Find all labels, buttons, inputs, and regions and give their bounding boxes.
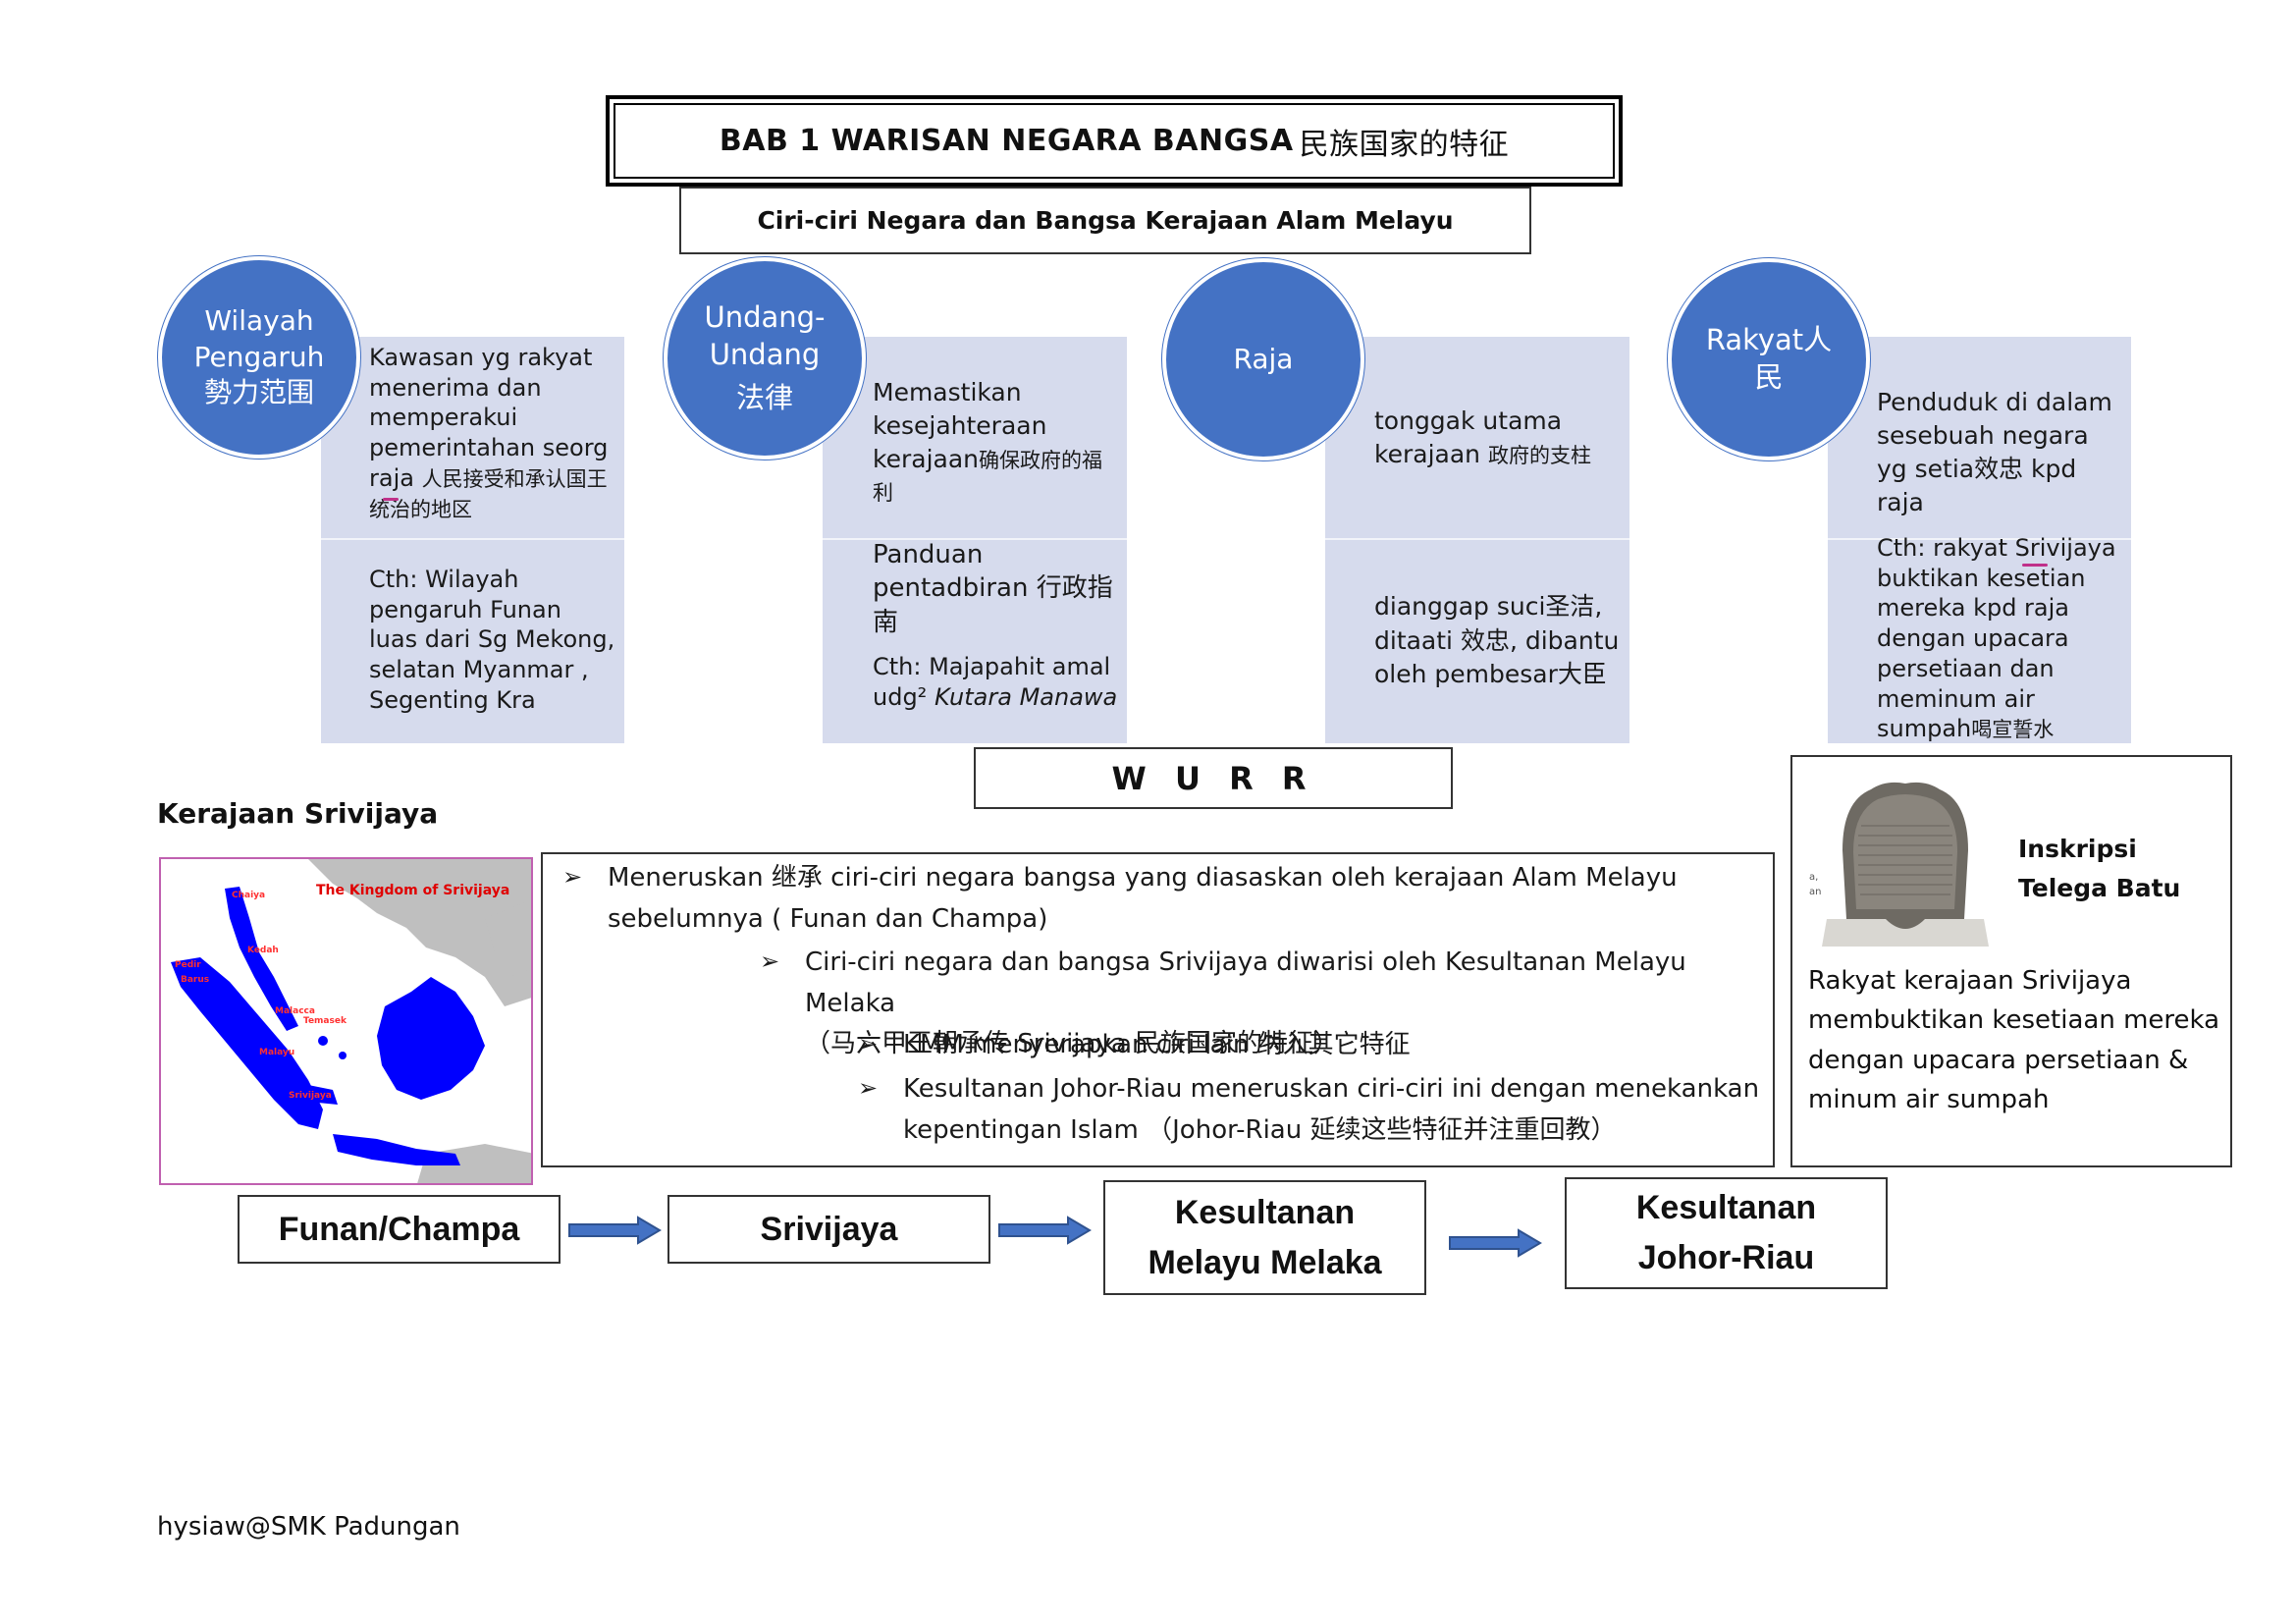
panel-wilayah-top-text: Kawasan yg rakyat menerima dan memperaku…: [369, 343, 616, 523]
rakyat-definition: Penduduk di dalam sesebuah negara yg set…: [1877, 388, 2112, 516]
circle-label-line: 民: [1754, 360, 1784, 394]
circle-undang: Undang- Undang 法律: [664, 257, 866, 460]
panel-raja-bottom-text: dianggap suci圣洁, ditaati 效忠, dibantu ole…: [1374, 590, 1620, 692]
undang-definition-cn: 确保政府的福利: [873, 448, 1102, 506]
srivijaya-points: ➢ Meneruskan 继承 ciri-ciri negara bangsa …: [541, 852, 1775, 1167]
inscription-title: Inskripsi Telega Batu: [2018, 830, 2180, 908]
bullet-text: KMM menyerapkan ciri lain 纳入其它特征: [903, 1030, 1411, 1059]
map-title: The Kingdom of Srivijaya: [316, 883, 510, 898]
wurr-text: W U R R: [1111, 759, 1315, 797]
page-title-text: BAB 1 WARISAN NEGARA BANGSA: [719, 124, 1294, 158]
panel-raja-top-text: tonggak utama kerajaan 政府的支柱: [1374, 405, 1620, 471]
srivijaya-heading: Kerajaan Srivijaya: [157, 797, 439, 830]
bullet-item: ➢ Kesultanan Johor-Riau meneruskan ciri-…: [858, 1069, 1767, 1151]
rakyat-example-cn: 喝宣誓水: [1971, 718, 2055, 742]
inscription-title-line: Telega Batu: [2018, 874, 2181, 902]
circle-label-line: Rakyat人: [1705, 323, 1833, 357]
bullet-item: ➢ Ciri-ciri negara dan bangsa Srivijaya …: [760, 943, 1762, 1065]
undang-definition: Memastikan kesejahteraan kerajaan: [873, 378, 1047, 473]
arrow-bullet-icon: ➢: [858, 1030, 879, 1057]
bullet-item: ➢ Meneruskan 继承 ciri-ciri negara bangsa …: [562, 858, 1746, 940]
map-illustration: [171, 859, 531, 1183]
bullet-text: sebelumnya ( Funan dan Champa): [608, 903, 1048, 934]
spell-mark: [383, 498, 399, 501]
inscription-description: Rakyat kerajaan Srivijaya membuktikan ke…: [1808, 966, 2220, 1114]
circle-label-line: Wilayah: [204, 304, 314, 338]
bullet-text: Kesultanan Johor-Riau meneruskan ciri-ci…: [903, 1074, 1760, 1104]
arrow-bullet-icon: ➢: [858, 1074, 879, 1102]
wilayah-example: Cth: Wilayah pengaruh Funan luas dari Sg…: [369, 566, 615, 714]
map-place-label: Kedah: [247, 946, 279, 955]
author-credit: hysiaw@SMK Padungan: [157, 1512, 460, 1542]
map-place-label: Srivijaya: [289, 1091, 332, 1101]
subtitle-text: Ciri-ciri Negara dan Bangsa Kerajaan Ala…: [757, 206, 1454, 235]
flow-step-label: Funan/Champa: [278, 1210, 520, 1248]
flow-step-srivijaya: Srivijaya: [667, 1195, 990, 1264]
circle-label-line: 勢力范围: [203, 376, 314, 409]
circle-wilayah: Wilayah Pengaruh 勢力范围: [158, 256, 360, 459]
panel-rakyat: [1828, 337, 2131, 743]
srivijaya-map: The Kingdom of Srivijaya Chaiya Kedah Pe…: [159, 857, 533, 1185]
flow-step-label: Kesultanan Melayu Melaka: [1148, 1193, 1382, 1281]
section-subtitle: Ciri-ciri Negara dan Bangsa Kerajaan Ala…: [679, 187, 1531, 254]
bullet-text: kepentingan Islam （Johor-Riau 延续这些特征并注重回…: [903, 1114, 1617, 1145]
panel-rakyat-bottom-text: Cth: rakyat Srivijaya buktikan kesetian …: [1877, 533, 2122, 744]
panel-raja: [1325, 337, 1629, 743]
svg-text:an: an: [1809, 887, 1821, 897]
raja-definition: tonggak utama kerajaan: [1374, 406, 1563, 468]
svg-text:a,: a,: [1809, 872, 1818, 883]
bullet-item: ➢ KMM menyerapkan ciri lain 纳入其它特征: [858, 1025, 1767, 1066]
wurr-heading: W U R R: [974, 747, 1453, 809]
inscription-card: a, an Inskripsi Telega Batu Rakyat keraj…: [1790, 755, 2232, 1167]
circle-label-line: Undang-: [704, 300, 826, 335]
undang-guide: Panduan pentadbiran: [873, 540, 1029, 604]
panel-undang-example: Cth: Majapahit amal udg² Kutara Manawa: [873, 652, 1118, 712]
circle-raja: Raja: [1162, 258, 1364, 460]
panel-undang-bottom-text: Panduan pentadbiran 行政指南: [873, 538, 1118, 639]
right-arrow-icon: [1449, 1228, 1542, 1258]
circle-label-line: Pengaruh: [193, 340, 325, 373]
arrow-bullet-icon: ➢: [562, 863, 583, 891]
map-place-label: Pedir: [175, 960, 201, 970]
bullet-text: Ciri-ciri negara dan bangsa Srivijaya di…: [805, 947, 1686, 1018]
panel-undang-top-text: Memastikan kesejahteraan kerajaan确保政府的福利: [873, 376, 1118, 509]
page-title-chinese: 民族国家的特征: [1299, 127, 1510, 162]
bullet-text: （马六甲王朝承传 Srivijaya 民族国家的特征）: [805, 1029, 1340, 1059]
undang-guide-cn: 行政指南: [873, 573, 1113, 637]
map-place-label: Chaiya: [232, 891, 266, 900]
arrow-bullet-icon: ➢: [760, 947, 780, 975]
panel-wilayah: [321, 337, 624, 743]
telaga-batu-stone-image: a, an: [1807, 772, 2003, 958]
raja-traits: dianggap suci圣洁, ditaati 效忠, dibantu ole…: [1374, 592, 1620, 688]
flow-step-label: Srivijaya: [760, 1210, 898, 1248]
undang-example: Cth: Majapahit amal udg²: [873, 653, 1111, 711]
circle-label-line: Undang: [709, 338, 821, 372]
spell-mark: [2022, 564, 2048, 567]
raja-definition-cn: 政府的支柱: [1487, 443, 1591, 467]
rakyat-example: Cth: rakyat Srivijaya buktikan kesetian …: [1877, 534, 2116, 743]
map-place-label: Barus: [181, 975, 210, 985]
flow-step-label: Kesultanan Johor-Riau: [1635, 1189, 1817, 1276]
undang-example-italic: Kutara Manawa: [934, 682, 1118, 711]
title-frame: BAB 1 WARISAN NEGARA BANGSA 民族国家的特征: [606, 95, 1623, 187]
right-arrow-icon: [568, 1216, 662, 1245]
panel-rakyat-top-text: Penduduk di dalam sesebuah negara yg set…: [1877, 386, 2122, 519]
map-place-label: Temasek: [303, 1016, 347, 1026]
circle-rakyat: Rakyat人 民: [1668, 258, 1870, 460]
flow-step-kesultanan-melaka: Kesultanan Melayu Melaka: [1103, 1180, 1426, 1295]
right-arrow-icon: [998, 1216, 1092, 1245]
wilayah-definition: Kawasan yg rakyat menerima dan memperaku…: [369, 344, 609, 492]
circle-label-line: Raja: [1233, 342, 1294, 375]
flow-step-funan-champa: Funan/Champa: [238, 1195, 561, 1264]
bullet-text: Meneruskan 继承 ciri-ciri negara bangsa ya…: [608, 863, 1678, 893]
flow-step-johor-riau: Kesultanan Johor-Riau: [1565, 1177, 1888, 1289]
panel-wilayah-bottom-text: Cth: Wilayah pengaruh Funan luas dari Sg…: [369, 565, 616, 716]
circle-label-line: 法律: [735, 380, 793, 414]
panel-undang: [823, 337, 1127, 743]
inscription-title-line: Inskripsi: [2018, 835, 2137, 863]
wilayah-definition-cn: 人民接受和承认国王统治的地区: [369, 466, 608, 521]
map-place-label: Malayu: [259, 1048, 295, 1057]
page-title: BAB 1 WARISAN NEGARA BANGSA 民族国家的特征: [614, 103, 1615, 179]
map-place-label: Malacca: [275, 1006, 315, 1016]
